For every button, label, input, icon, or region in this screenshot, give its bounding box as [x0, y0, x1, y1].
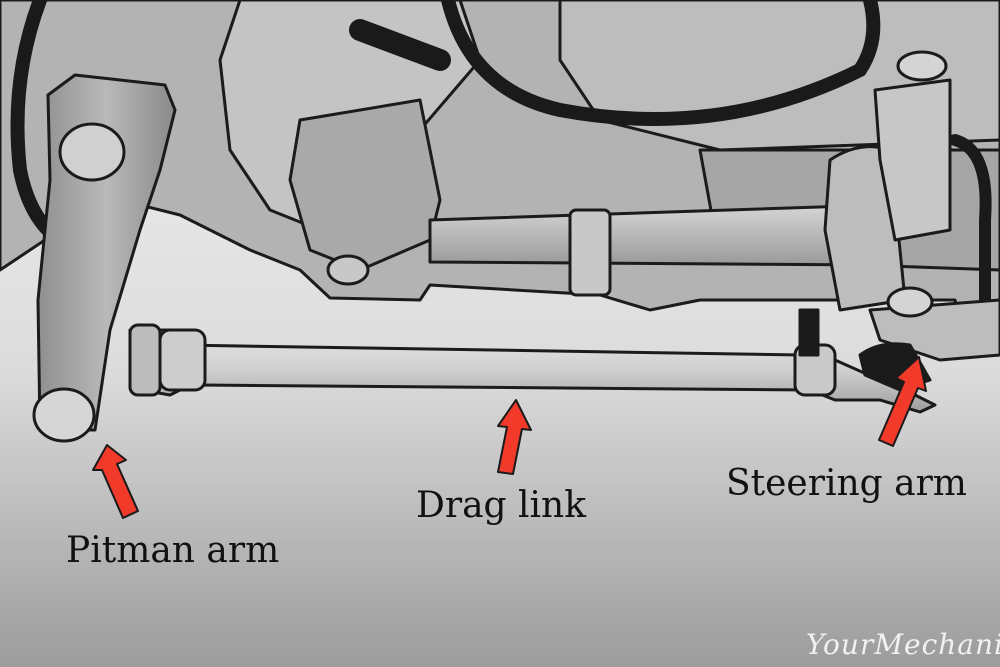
pitman-arm-label: Pitman arm — [66, 530, 280, 571]
drag-link-arrow — [497, 399, 532, 475]
drag-link-label: Drag link — [416, 485, 587, 526]
frame-assembly — [0, 0, 1000, 322]
hoses — [10, 0, 992, 306]
pitman-arm-arrow — [92, 444, 139, 519]
steering-arm-arrow — [878, 356, 927, 447]
drag-link-part — [128, 323, 937, 414]
yourmechanic-watermark: YourMechanic — [806, 628, 1000, 661]
steering-arm-part — [798, 286, 1000, 392]
steering-arm-label: Steering arm — [726, 463, 967, 504]
pitman-arm-part — [32, 73, 177, 443]
annotation-arrows — [92, 356, 927, 519]
